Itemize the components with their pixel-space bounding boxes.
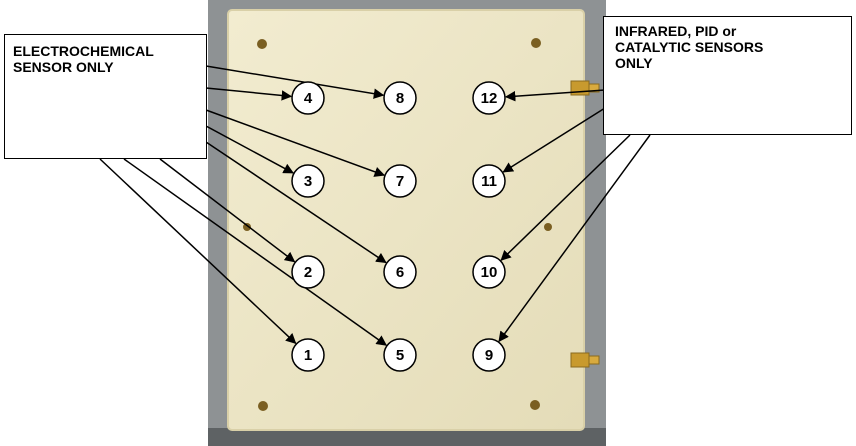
arrow-to-position-12 [504,89,606,102]
arrow-to-position-11 [502,107,606,173]
sensor-position-9: 9 [472,338,506,372]
sensor-position-10: 10 [472,255,506,289]
arrow-to-position-4 [205,87,293,101]
sensor-position-circle [472,338,506,372]
arrow-to-position-10 [500,134,631,261]
side-hole-right [544,223,552,231]
sensor-position-circle [291,81,325,115]
sensor-position-circle [291,164,325,198]
sensor-position-label: 3 [304,173,312,190]
arrow-to-position-2 [159,158,296,263]
sensor-position-circle [472,255,506,289]
sensor-position-label: 1 [304,347,312,364]
sensor-position-5: 5 [383,338,417,372]
sensor-plate [227,9,585,431]
arrow-to-position-5 [123,158,387,346]
arrow-to-position-7 [205,109,386,177]
mounting-hole-bottom-left [258,401,268,411]
mounting-hole-top-right [531,38,541,48]
sensor-position-label: 2 [304,264,312,281]
sensor-position-circle [383,164,417,198]
mounting-hole-bottom-right [530,400,540,410]
sensor-position-circle [291,338,325,372]
sensor-position-label: 9 [485,347,493,364]
sensor-position-12: 12 [472,81,506,115]
sensor-position-2: 2 [291,255,325,289]
sensor-position-7: 7 [383,164,417,198]
sensor-position-6: 6 [383,255,417,289]
electrochemical-callout-line-2: SENSOR ONLY [13,59,114,75]
sensor-position-1: 1 [291,338,325,372]
arrow-to-position-8 [205,65,385,99]
electrochemical-callout-line-1: ELECTROCHEMICAL [13,43,154,59]
sensor-position-label: 10 [481,264,498,281]
sensor-position-circle [291,255,325,289]
mounting-hole-top-left [257,39,267,49]
sensor-position-label: 4 [304,90,313,107]
sensor-position-4: 4 [291,81,325,115]
arrow-to-position-6 [205,141,387,264]
sensor-position-label: 5 [396,347,404,364]
sensor-position-label: 6 [396,264,404,281]
sensor-position-8: 8 [383,81,417,115]
sensor-position-label: 11 [481,173,497,190]
sensor-position-3: 3 [291,164,325,198]
sensor-position-label: 12 [481,90,498,107]
gas-connector-bottom [570,352,600,368]
arrow-layer [99,65,651,346]
infrared-callout-line-1: INFRARED, PID or [615,23,737,39]
arrow-to-position-9 [498,134,651,343]
electrochemical-callout: ELECTROCHEMICAL SENSOR ONLY [4,34,207,159]
sensor-position-label: 8 [396,90,404,107]
sensor-position-circle [383,255,417,289]
side-hole-left [243,223,251,231]
sensor-position-label: 7 [396,173,404,190]
infrared-callout-line-3: ONLY [615,55,653,71]
arrow-to-position-3 [205,125,294,174]
infrared-callout-line-2: CATALYTIC SENSORS [615,39,764,55]
sensor-position-circle [472,81,506,115]
sensor-position-circle [383,81,417,115]
infrared-pid-catalytic-callout: INFRARED, PID or CATALYTIC SENSORS ONLY [603,16,852,135]
table-edge [208,428,606,446]
arrow-to-position-1 [99,158,297,345]
sensor-position-circle [472,164,506,198]
sensor-position-11: 11 [472,164,506,198]
sensor-position-circle [383,338,417,372]
